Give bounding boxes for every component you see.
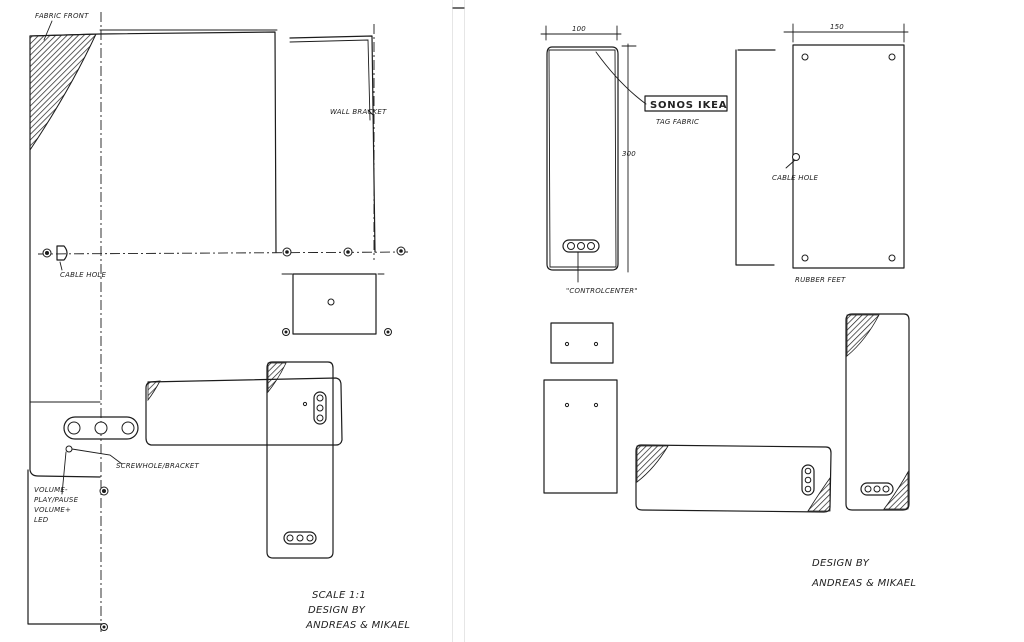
fabric-front-hatch [29,33,97,152]
left-authors-text: ANDREAS & MIKAEL [305,620,410,631]
right-horizontal-hatch-left [636,445,669,483]
left-front-view [27,12,411,632]
left-sketch-sheet [0,0,453,642]
right-horizontal-hatch-right [807,476,831,512]
label-fabric-front: FABRIC FRONT [35,12,89,20]
label-controlcenter: "CONTROLCENTER" [566,287,638,295]
label-play-pause: PLAY/PAUSE [34,496,79,504]
right-footer: DESIGN BY ANDREAS & MIKAEL [811,558,916,589]
left-screw-holes [99,246,406,631]
right-dimension-front: 100 300 [540,25,637,273]
right-bracket-views [543,322,618,494]
label-volume-plus: VOLUME+ [34,506,71,514]
left-design-by-text: DESIGN BY [308,605,366,616]
right-back-view: CABLE HOLE RUBBER FEET [772,44,905,284]
right-horizontal-speaker [635,444,832,513]
label-rubber-feet: RUBBER FEET [795,276,846,284]
label-volume-minus: VOLUME- [34,486,68,494]
dim-width-back: 150 [830,23,844,31]
left-scale-text: SCALE 1:1 [312,590,366,601]
wall-bracket-plate [281,273,385,335]
label-led: LED [34,516,49,524]
left-cable-hole [42,245,68,271]
right-authors-text: ANDREAS & MIKAEL [811,578,916,589]
left-annotations: FABRIC FRONT WALL BRACKET CABLE HOLE SCR… [34,12,387,524]
right-brand-tag: SONOS IKEA TAG FABRIC "CONTROLCENTER" [566,95,728,295]
label-wall-bracket: WALL BRACKET [330,108,387,116]
left-control-buttons [63,416,139,465]
horizontal-hatch [147,380,161,402]
wall-bracket-side-view [289,24,376,260]
dim-height: 300 [622,150,636,158]
left-footer: SCALE 1:1 DESIGN BY ANDREAS & MIKAEL [305,590,410,631]
speaker-vertical-view [266,361,334,559]
right-dimension-back: 150 [783,23,909,43]
speaker-horizontal-view [145,377,343,446]
dim-width-front: 100 [572,25,586,33]
right-vertical-hatch-top [846,314,880,357]
label-cable-hole-right: CABLE HOLE [772,174,818,182]
brand-tag-text: SONOS IKEA [650,100,727,111]
right-design-by-text: DESIGN BY [812,558,870,569]
label-cable-hole: CABLE HOLE [60,271,106,279]
right-sketch-sheet [464,0,1024,642]
right-front-view [546,46,647,283]
right-side-view [735,49,776,266]
right-vertical-hatch-bottom [883,470,909,510]
right-vertical-speaker [845,313,910,511]
vertical-hatch [267,362,287,394]
label-tag-fabric: TAG FABRIC [656,118,699,126]
label-screwhole-bracket: SCREWHOLE/BRACKET [116,462,200,470]
